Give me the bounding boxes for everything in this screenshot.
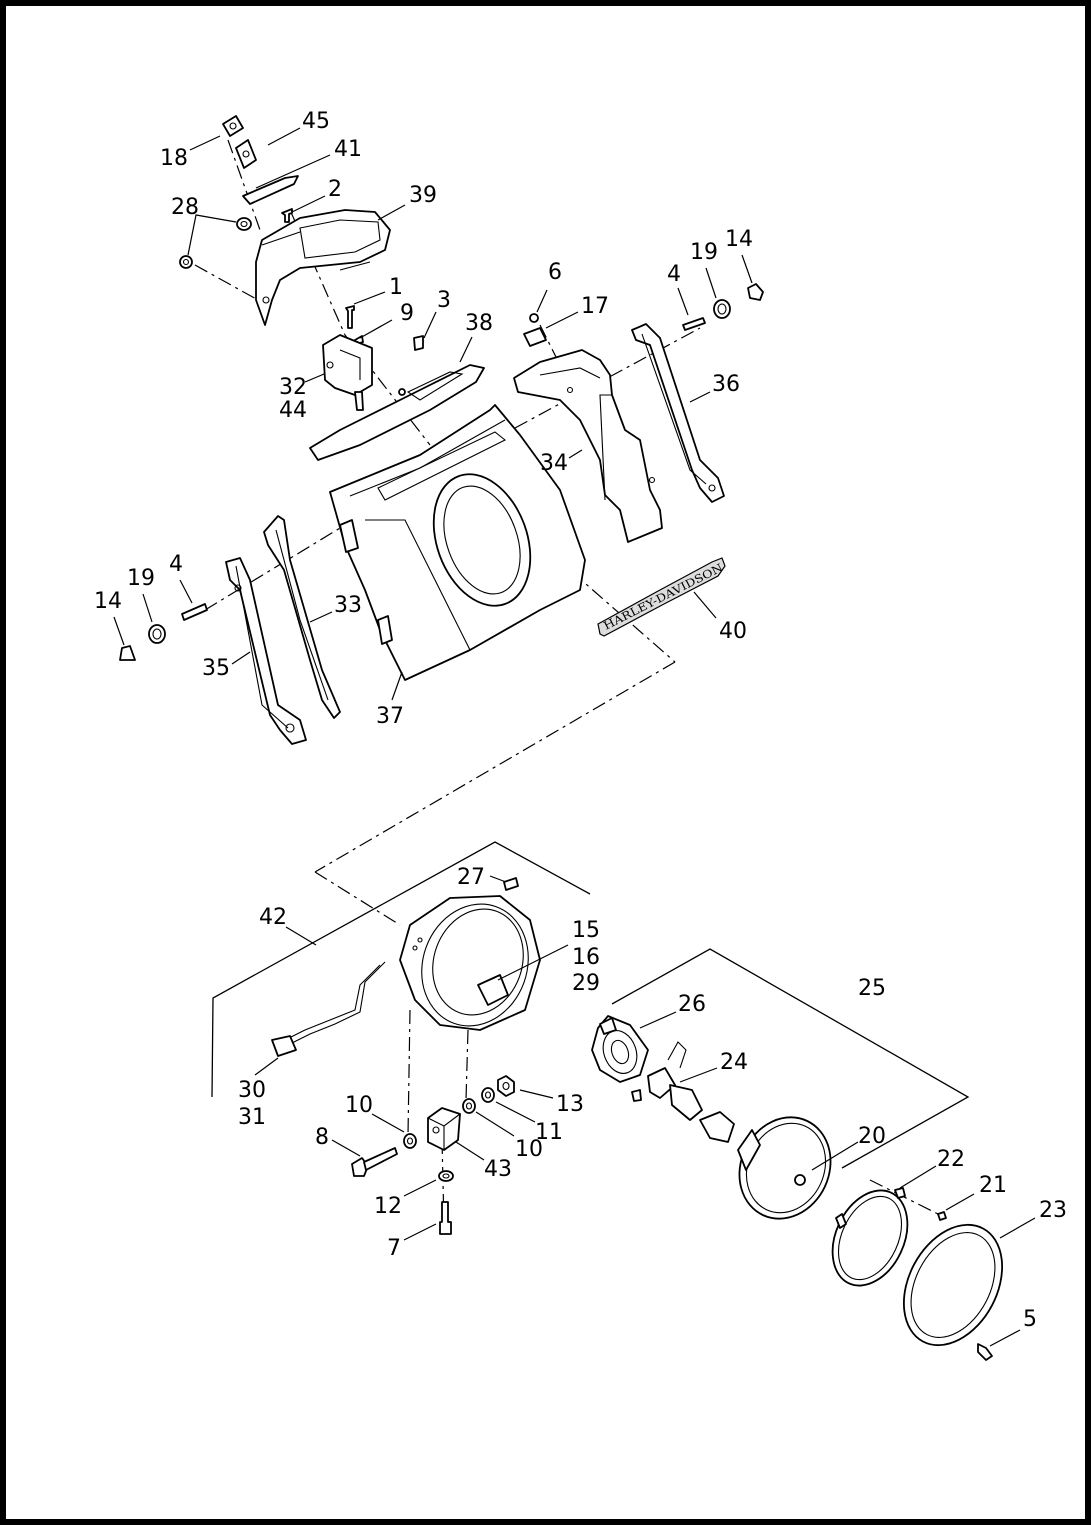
part-20-lamp-unit	[737, 1116, 832, 1220]
part-2-screw	[281, 208, 293, 223]
callout-41: 41	[334, 137, 362, 162]
part-37-inner-fairing	[329, 404, 586, 681]
part-19-grommet-left	[148, 624, 166, 644]
part-24-bulb	[631, 1041, 735, 1143]
emblem-text: HARLEY-DAVIDSON	[601, 561, 725, 633]
part-45-clip	[235, 139, 257, 169]
part-34-bracket	[513, 349, 663, 543]
part-8-bolt	[351, 1147, 398, 1177]
callout-45: 45	[302, 109, 330, 134]
callout-23: 23	[1039, 1198, 1067, 1223]
part-42-headlamp-housing	[271, 895, 541, 1057]
callout-21: 21	[979, 1173, 1007, 1198]
callout-40: 40	[719, 619, 747, 644]
callout-36: 36	[712, 372, 740, 397]
callout-4-right: 4	[667, 262, 681, 287]
callout-43: 43	[484, 1157, 512, 1182]
part-4-pin-left	[181, 603, 208, 621]
callout-37: 37	[376, 704, 404, 729]
callout-34: 34	[540, 451, 568, 476]
part-19-grommet-right	[713, 299, 731, 319]
callout-28: 28	[171, 195, 199, 220]
part-43-mount-block	[427, 1107, 461, 1151]
part-22-retaining-ring	[831, 1187, 909, 1287]
callout-26: 26	[678, 992, 706, 1017]
callout-18: 18	[160, 146, 188, 171]
part-35-left-outer-rail	[225, 557, 307, 745]
callout-32: 32	[279, 375, 307, 400]
callout-10-upper: 10	[345, 1093, 373, 1118]
callout-12: 12	[374, 1194, 402, 1219]
callout-1: 1	[389, 275, 403, 300]
callout-25: 25	[858, 976, 886, 1001]
part-11-lock-washer	[481, 1087, 495, 1103]
part-4-pin-right	[682, 317, 706, 331]
part-38-trim-cover	[309, 364, 485, 461]
part-36-right-rail	[631, 323, 725, 503]
callout-24: 24	[720, 1050, 748, 1075]
part-5-screw	[977, 1343, 993, 1361]
part-10-washer-b	[462, 1098, 476, 1114]
callout-14-right: 14	[725, 227, 753, 252]
callout-29: 29	[572, 971, 600, 996]
part-27-screw	[503, 877, 519, 891]
part-10-washer-a	[403, 1133, 417, 1149]
callout-22: 22	[937, 1147, 965, 1172]
part-39-upper-housing	[255, 209, 391, 326]
callout-7: 7	[387, 1236, 401, 1261]
part-18-clip	[222, 115, 244, 137]
part-33-left-inner-rail	[263, 515, 341, 719]
part-40-emblem: HARLEY-DAVIDSON	[597, 557, 726, 637]
callout-44: 44	[279, 398, 307, 423]
assembly-centerlines	[194, 139, 941, 1226]
callout-leader-lines	[113, 127, 1036, 1347]
callout-14-left: 14	[94, 589, 122, 614]
part-14-cap-right	[747, 283, 764, 301]
exploded-view-drawing: HARLEY-DAVIDSON	[94, 109, 1067, 1361]
part-32-switch-assembly	[322, 334, 373, 411]
callout-39: 39	[409, 183, 437, 208]
part-17-clip	[523, 327, 547, 347]
callout-35: 35	[202, 656, 230, 681]
callout-31: 31	[238, 1105, 266, 1130]
callout-labels: 45 18 41 2 28 39 1 9 3 38 6 17 4 19 14 3…	[94, 109, 1067, 1332]
callout-9: 9	[400, 301, 414, 326]
part-3-fastener	[413, 335, 424, 351]
callout-42: 42	[259, 905, 287, 930]
callout-3: 3	[437, 288, 451, 313]
part-13-nut	[497, 1075, 515, 1097]
callout-33: 33	[334, 593, 362, 618]
callout-17: 17	[581, 294, 609, 319]
callout-30: 30	[238, 1078, 266, 1103]
part-7-bolt	[439, 1201, 452, 1235]
callout-20: 20	[858, 1124, 886, 1149]
callout-6: 6	[548, 260, 562, 285]
callout-10-lower: 10	[515, 1137, 543, 1162]
part-41-trim-strip	[242, 175, 299, 205]
part-14-cap-left	[119, 645, 136, 661]
callout-13: 13	[556, 1092, 584, 1117]
assembly-brackets	[211, 841, 970, 1169]
callout-8: 8	[315, 1125, 329, 1150]
part-23-trim-ring	[902, 1223, 1004, 1347]
part-26-bulb-socket-cover	[591, 1015, 649, 1083]
callout-27: 27	[457, 865, 485, 890]
callout-11: 11	[535, 1120, 563, 1145]
callout-16: 16	[572, 945, 600, 970]
callout-19-left: 19	[127, 566, 155, 591]
part-6-nut	[529, 313, 539, 323]
callout-19-right: 19	[690, 240, 718, 265]
callout-38: 38	[465, 311, 493, 336]
part-1-screw	[345, 305, 355, 329]
part-28-nuts	[179, 217, 252, 269]
callout-15: 15	[572, 918, 600, 943]
callout-4-left: 4	[169, 552, 183, 577]
part-12-washer	[438, 1170, 454, 1182]
part-21-screw	[937, 1211, 947, 1221]
callout-2: 2	[328, 177, 342, 202]
callout-5: 5	[1023, 1307, 1037, 1332]
